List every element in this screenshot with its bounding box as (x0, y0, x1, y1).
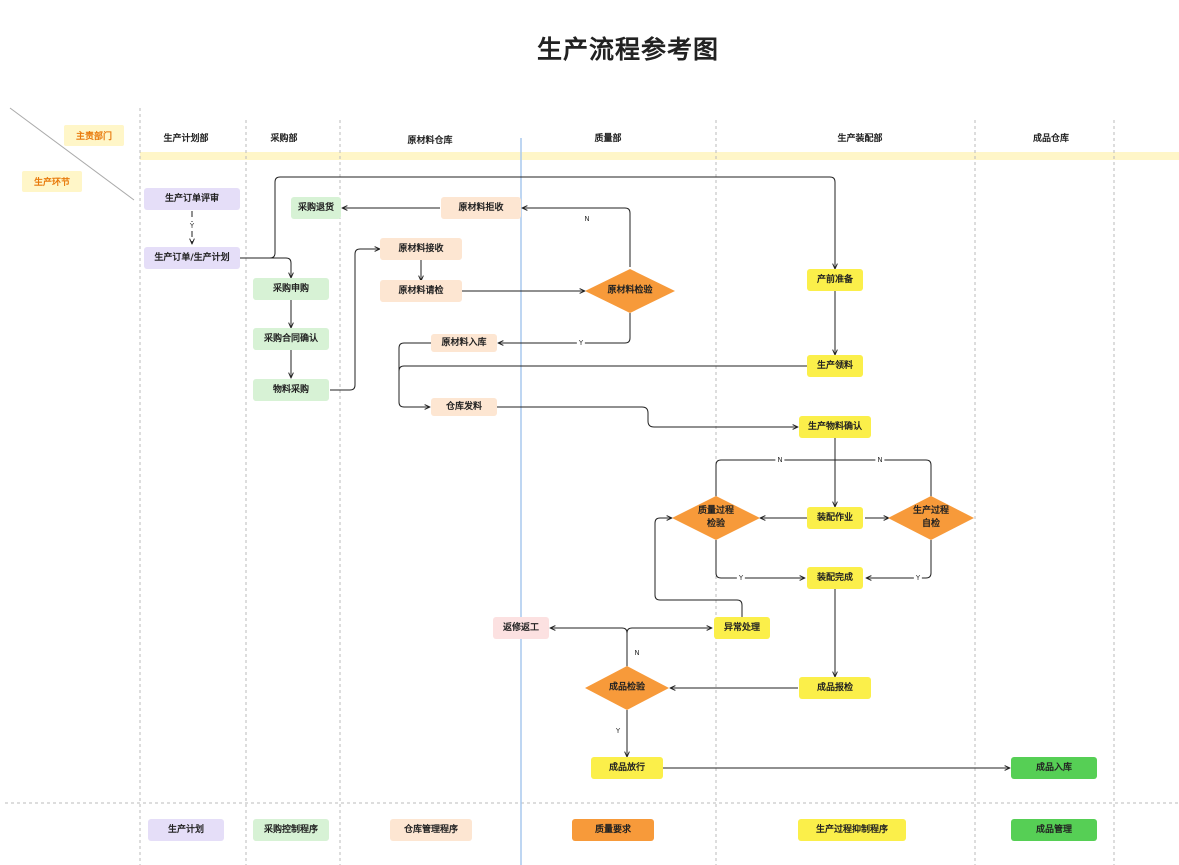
lane-dividers (5, 108, 1179, 865)
node-purchase-request[interactable]: 采购申购 (253, 278, 329, 300)
column-header: 生产计划部 (163, 134, 209, 144)
node-pre-production[interactable]: 产前准备 (807, 269, 863, 291)
node-exception[interactable]: 异常处理 (714, 617, 770, 639)
footer-doc[interactable]: 生产过程抑制程序 (798, 819, 906, 841)
column-header: 成品仓库 (1032, 134, 1070, 144)
node-finished-report[interactable]: 成品报检 (799, 677, 871, 699)
node-material-confirm[interactable]: 生产物料确认 (799, 416, 871, 438)
flow-label-no: N (584, 215, 590, 223)
footer-doc[interactable]: 生产计划 (148, 819, 224, 841)
node-rework[interactable]: 返修返工 (493, 617, 549, 639)
raw-inspection-diamond[interactable] (585, 269, 675, 313)
quality-process-label-line2: 检验 (706, 519, 726, 529)
stage-tag: 生产环节 (22, 171, 83, 192)
flow-label-no: N (634, 649, 640, 657)
footer-doc[interactable]: 仓库管理程序 (390, 819, 472, 841)
node-warehouse-issue[interactable]: 仓库发料 (431, 398, 497, 416)
corner-diagonal (9, 107, 135, 201)
raw-inspection-label: 原材料检验 (607, 285, 653, 296)
self-check-diamond[interactable] (888, 496, 974, 540)
finished-inspection-label: 成品检验 (608, 682, 646, 693)
self-check-label-line2: 自检 (921, 519, 941, 529)
finished-inspection-diamond[interactable] (585, 666, 669, 710)
column-header: 生产装配部 (837, 134, 883, 144)
flow-label-yes: Y (576, 339, 586, 347)
column-header: 原材料仓库 (407, 136, 453, 146)
dept-tag: 主责部门 (64, 125, 125, 146)
header-band (140, 152, 1179, 160)
page-title: 生产流程参考图 (536, 35, 719, 64)
arrows (192, 176, 1010, 768)
node-production-picking[interactable]: 生产领料 (807, 355, 863, 377)
flow-label-no: N (775, 456, 785, 464)
node-purchase-return[interactable]: 采购退货 (291, 197, 341, 219)
footer-doc[interactable]: 采购控制程序 (253, 819, 329, 841)
flow-label-yes: Y (736, 574, 746, 582)
node-finished-inbound[interactable]: 成品入库 (1011, 757, 1097, 779)
flow-label-no: N (875, 456, 885, 464)
quality-process-label-line1: 质量过程 (697, 506, 735, 516)
self-check-label: 生产过程 自检 (913, 505, 949, 531)
node-order-plan[interactable]: 生产订单/生产计划 (144, 247, 240, 269)
node-assembly-done[interactable]: 装配完成 (807, 567, 863, 589)
column-header: 质量部 (594, 134, 622, 144)
flow-label-yes: Y (188, 222, 196, 230)
footer-doc[interactable]: 成品管理 (1011, 819, 1097, 841)
node-raw-receive[interactable]: 原材料接收 (380, 238, 462, 260)
flow-label-yes: Y (913, 574, 923, 582)
node-assembly[interactable]: 装配作业 (807, 507, 863, 529)
quality-process-diamond[interactable] (672, 496, 760, 540)
node-raw-inspect-request[interactable]: 原材料请检 (380, 280, 462, 302)
node-raw-reject[interactable]: 原材料拒收 (441, 197, 521, 219)
column-header: 采购部 (270, 134, 298, 144)
node-raw-inbound[interactable]: 原材料入库 (431, 334, 497, 352)
flow-label-yes: Y (615, 727, 621, 735)
self-check-label-line1: 生产过程 (912, 506, 950, 516)
node-release[interactable]: 成品放行 (591, 757, 663, 779)
node-material-purchase[interactable]: 物料采购 (253, 379, 329, 401)
node-order-review[interactable]: 生产订单评审 (144, 188, 240, 210)
node-contract-confirm[interactable]: 采购合同确认 (253, 328, 329, 350)
quality-process-label: 质量过程 检验 (698, 505, 734, 531)
footer-doc[interactable]: 质量要求 (572, 819, 654, 841)
